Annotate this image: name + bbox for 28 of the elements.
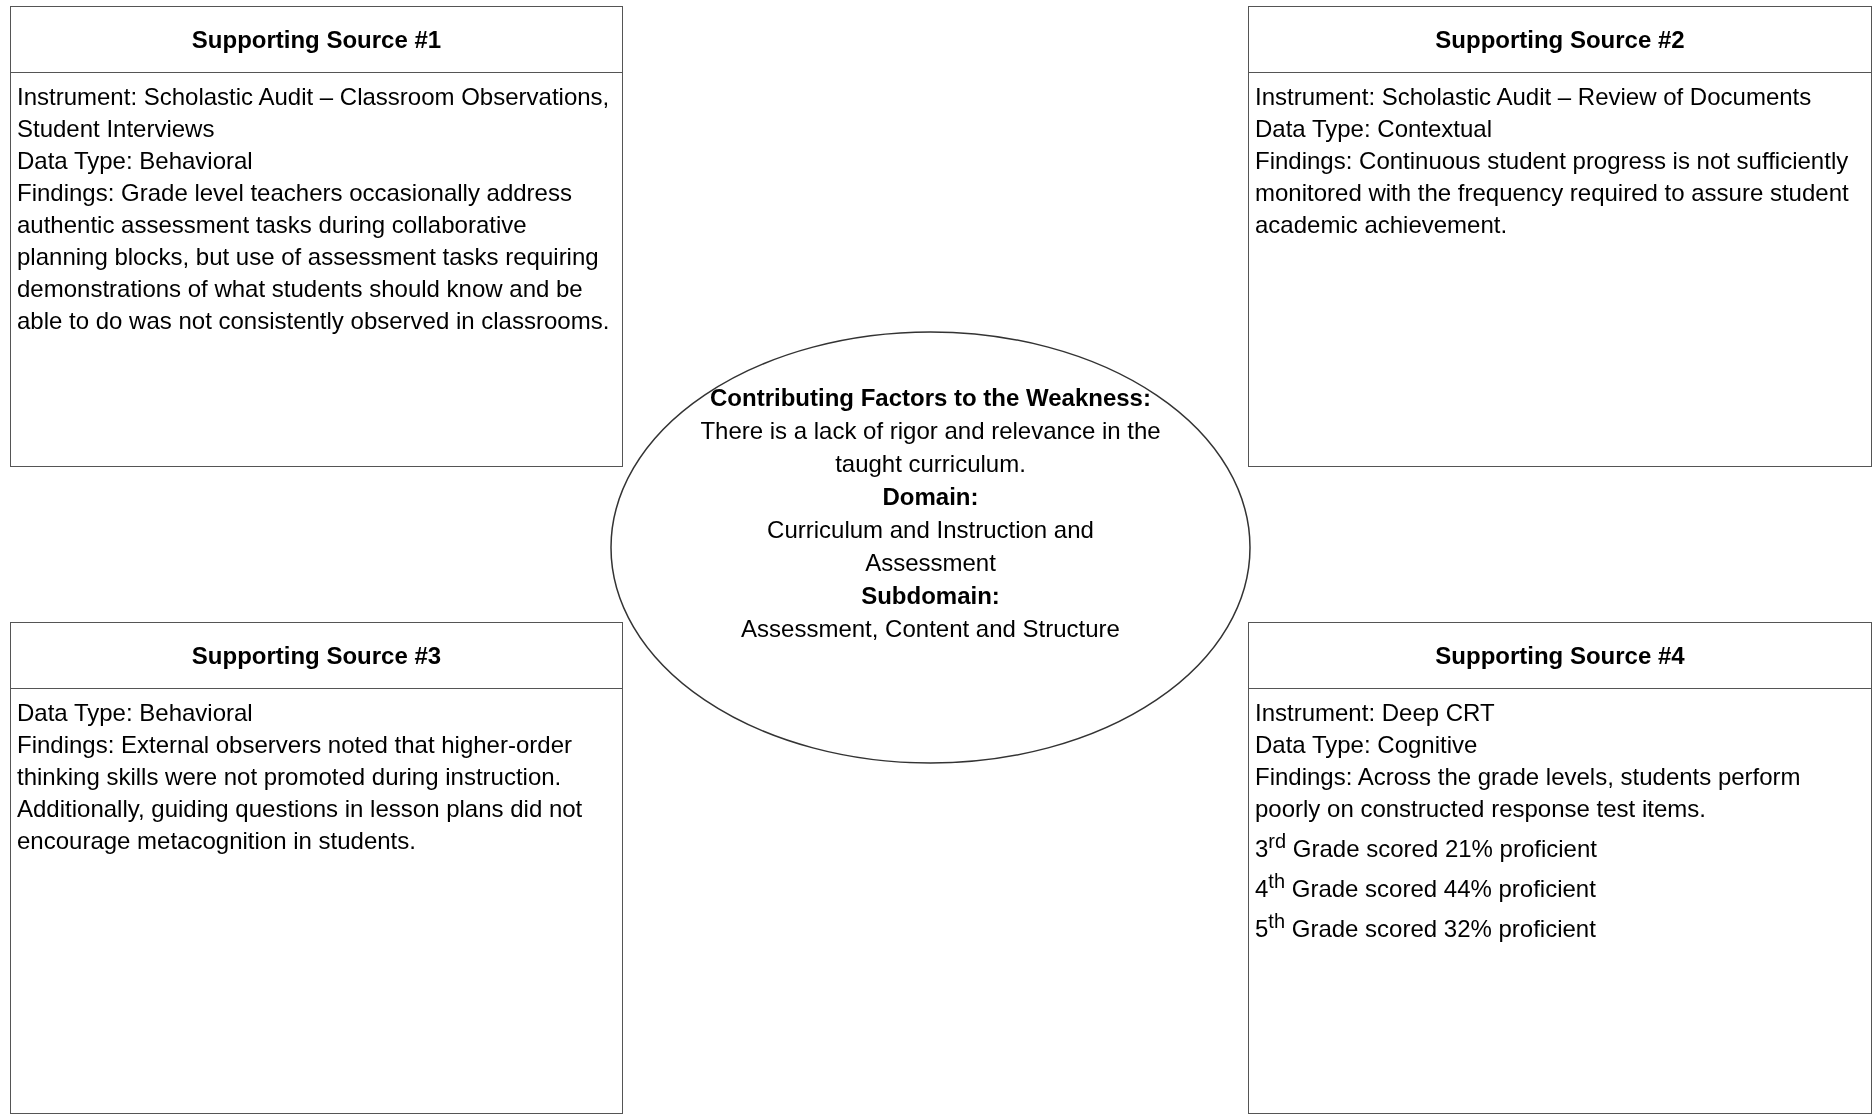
body-text: 5$^{th}$ Grade scored 32% proficient [1255,909,1597,944]
body-text: Assessment, Content and Structure [740,614,1121,644]
body-text: Data Type: Cognitive [1255,730,1479,760]
body-text: Instrument: Scholastic Audit – Review of Documents [1255,82,1813,112]
card-heading: Supporting Source #1 [191,25,442,54]
body-text: Findings: Continuous student progress is not sufficiently monitored with the frequency required to assure student academic achievement. [1255,146,1850,240]
body-text: 4$^{th}$ Grade scored 44% proficient [1255,869,1597,904]
body-text: Data Type: Behavioral [17,698,254,728]
body-text: 3$^{rd}$ Grade scored 21% proficient [1255,829,1598,864]
body-text: Data Type: Behavioral [17,146,254,176]
source-card [1248,622,1872,1114]
heading: Domain: [881,482,980,512]
heading: Subdomain: [860,581,1001,611]
body-text: Findings: External observers noted that higher-order thinking skills were not promoted during instruction. Additionally, guiding questions in lesson plans did not encourage metacognition in students. [17,730,584,856]
heading: Contributing Factors to the Weakness: [709,383,1152,413]
card-heading: Supporting Source #4 [1435,641,1685,670]
source-card [10,622,623,1114]
body-text: Findings: Grade level teachers occasionally address authentic assessment tasks during collaborative planning blocks, but use of assessment tasks requiring demonstrations of what students should know and be able to do was not consistently observed in classrooms. [17,178,611,336]
body-text: There is a lack of rigor and relevance in the taught curriculum. [700,416,1161,479]
body-text: Instrument: Deep CRT [1255,698,1496,728]
body-text: Data Type: Contextual [1255,114,1494,144]
card-heading: Supporting Source #3 [191,641,442,670]
body-text: Instrument: Scholastic Audit – Classroom Observations, Student Interviews [17,82,611,144]
body-text: Findings: Across the grade levels, students perform poorly on constructed response test items. [1255,762,1802,824]
source-card [1248,6,1872,467]
card-heading: Supporting Source #2 [1435,25,1685,54]
source-card [10,6,623,467]
body-text: Curriculum and Instruction and Assessment [766,515,1095,578]
